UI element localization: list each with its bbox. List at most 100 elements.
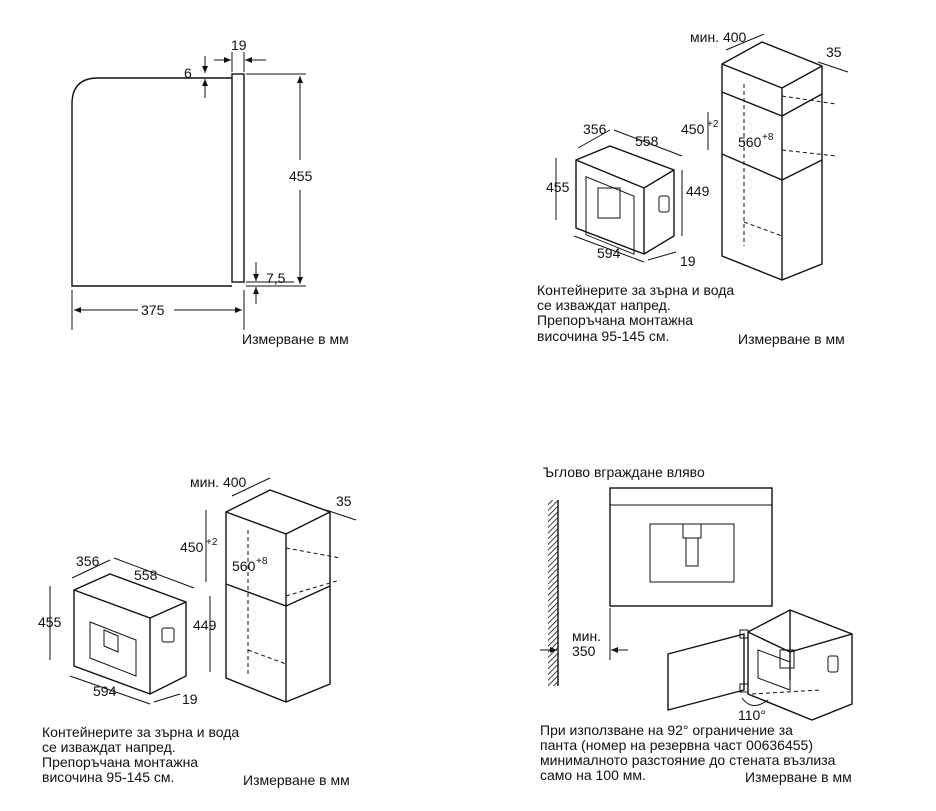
cabinet-install-top: мин. 400 35 450 +2 560 +8 356 558 455 44…: [537, 29, 849, 347]
niche-line: [285, 579, 341, 597]
appliance-side-outline: [71, 77, 232, 287]
note-line-4: само на 100 мм.: [540, 767, 646, 783]
dim-7-5: 7,5: [266, 270, 286, 286]
dim-min400: мин. 400: [190, 474, 247, 490]
dim-line: [817, 61, 849, 73]
note-line-3: Препоръчана монтажна: [42, 754, 198, 770]
note-line-1: Контейнерите за зърна и вода: [42, 724, 239, 740]
inner-cavity: [757, 649, 791, 691]
cabinet-shelf: [225, 583, 287, 607]
niche-line: [781, 149, 837, 157]
dim-line: [231, 477, 271, 497]
side-handle: [658, 195, 670, 213]
angle-arc: [741, 697, 769, 706]
dim-line: [69, 675, 151, 705]
cabinet-shelf: [721, 91, 783, 117]
corner-install: Ъглово вграждане вляво мин. 350 110° При…: [540, 464, 853, 785]
unit-label: Измерване в мм: [243, 772, 350, 788]
coffee-outlet: [597, 187, 621, 219]
spout: [685, 537, 699, 567]
dim-375: 375: [141, 302, 165, 318]
side-handle: [827, 655, 839, 673]
dim-356: 356: [583, 121, 607, 137]
open-door: [667, 633, 745, 711]
dim-449: 449: [193, 617, 217, 633]
dim-19: 19: [231, 37, 247, 53]
dim-450: 450: [681, 121, 705, 137]
note-line-1: При използване на 92° ограничение за: [540, 722, 793, 738]
appliance-front-inner: [89, 621, 137, 677]
note-line-2: панта (номер на резервна част 00636455): [540, 737, 813, 753]
corner-title: Ъглово вграждане вляво: [543, 464, 705, 480]
dim-455: 455: [289, 168, 313, 184]
note-line-4: височина 95-145 см.: [537, 328, 669, 344]
dim-35: 35: [336, 493, 352, 509]
dim-449: 449: [686, 183, 710, 199]
tall-cabinet: [721, 41, 823, 281]
appliance-box: [73, 573, 187, 695]
dim-558: 558: [635, 133, 659, 149]
swing-line: [751, 689, 821, 695]
note-line-4: височина 95-145 см.: [42, 769, 174, 785]
dim-line: [113, 557, 195, 589]
hinge: [739, 683, 749, 693]
dim-line: [325, 509, 357, 521]
dim-line: [573, 235, 645, 263]
dim-min400: мин. 400: [690, 29, 747, 45]
niche-line: [285, 547, 341, 559]
dim-560-tol: +8: [762, 132, 774, 143]
unit-label: Измерване в мм: [242, 331, 349, 347]
side-view: 19 6 455 7,5 375 Измерване в мм: [71, 37, 349, 347]
appliance-front: [609, 487, 773, 607]
hinge: [739, 629, 749, 639]
dim-6: 6: [184, 65, 192, 81]
dim-19b: 19: [680, 253, 696, 269]
dim-455b: 455: [38, 614, 62, 630]
note-line-2: се изваждат напред.: [42, 739, 176, 755]
cabinet-shelf: [781, 159, 823, 181]
dim-455b: 455: [546, 179, 570, 195]
dim-line: [71, 559, 111, 579]
dim-450: 450: [180, 539, 204, 555]
dim-350: 350: [572, 643, 596, 659]
dim-min: мин.: [572, 628, 601, 644]
dim-line: [153, 693, 181, 703]
dim-594: 594: [93, 683, 117, 699]
cabinet-install-bottom: мин. 400 35 450 +2 560 +8 356 558 455 44…: [38, 474, 357, 788]
spout: [779, 649, 795, 669]
dim-560: 560: [738, 134, 762, 150]
dim-594: 594: [597, 245, 621, 261]
dim-450-tol: +2: [206, 537, 218, 548]
dim-560-tol: +8: [256, 556, 268, 567]
dim-558: 558: [134, 567, 158, 583]
niche-line: [781, 95, 837, 105]
front-recess: [649, 523, 735, 583]
angle-110: 110°: [738, 707, 766, 723]
dim-line: [577, 129, 611, 149]
note-line-3: минималното разстояние до стената възлиз…: [540, 752, 836, 768]
dim-line: [647, 251, 677, 261]
note-line-1: Контейнерите за зърна и вода: [537, 282, 734, 298]
dim-line: [613, 129, 683, 157]
dim-35: 35: [826, 44, 842, 60]
dim-450-tol: +2: [707, 119, 719, 130]
tall-cabinet: [225, 489, 331, 703]
cabinet-shelf: [781, 93, 823, 117]
note-line-3: Препоръчана монтажна: [537, 312, 693, 328]
appliance-front-inner: [585, 176, 635, 255]
dim-19b: 19: [182, 691, 198, 707]
unit-label: Измерване в мм: [738, 331, 845, 347]
wall-hatch: [548, 500, 558, 686]
appliance-box: [575, 145, 675, 255]
appliance-open: [747, 609, 853, 721]
dim-356: 356: [76, 553, 100, 569]
front-panel: [231, 73, 245, 283]
dim-560: 560: [232, 558, 256, 574]
niche-line: [247, 649, 287, 665]
coffee-outlet: [103, 629, 119, 653]
dim-line: [725, 33, 765, 51]
unit-label: Измерване в мм: [745, 769, 852, 785]
spout-head: [682, 523, 702, 539]
cabinet-shelf: [721, 153, 783, 181]
